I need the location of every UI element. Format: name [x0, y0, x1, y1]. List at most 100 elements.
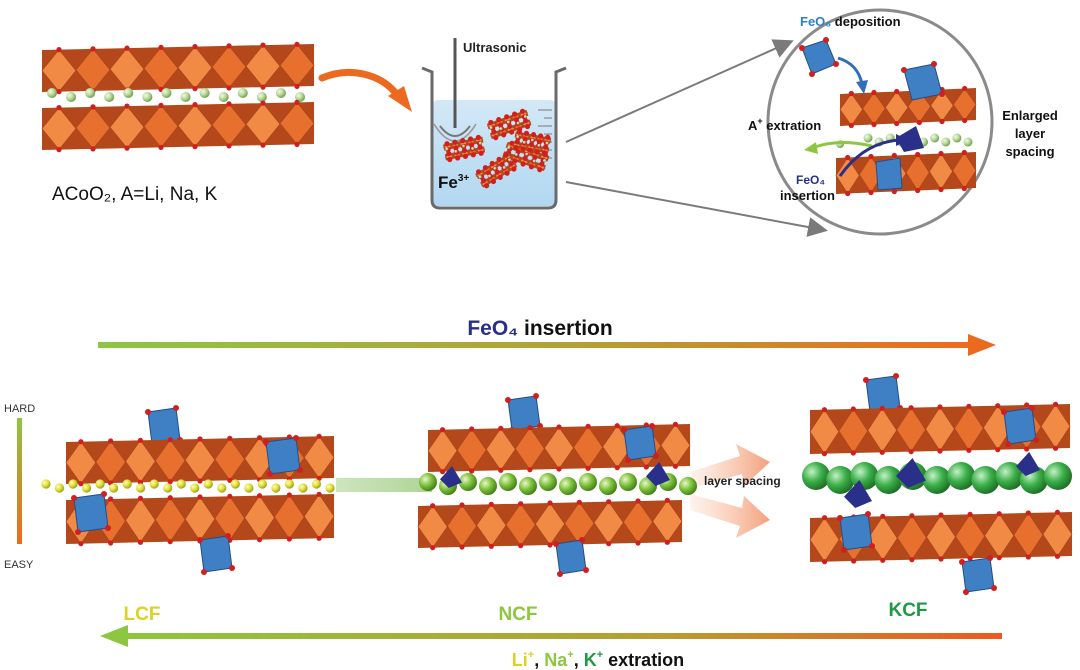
oxygen-atom	[1054, 509, 1061, 515]
oxygen-atom	[841, 547, 847, 553]
oxygen-atom	[197, 537, 203, 543]
alkali-ion	[863, 133, 873, 143]
oxygen-atom	[996, 511, 1002, 517]
alkali-ion	[81, 483, 92, 493]
oxygen-atom	[653, 453, 659, 459]
oxygen-atom	[90, 104, 96, 110]
oxygen-atom	[523, 130, 530, 136]
oxygen-atom	[488, 501, 494, 507]
oxygen-atom	[850, 450, 856, 456]
feo6-deposition-label: FeO₆ deposition	[800, 14, 901, 29]
oxygen-atom	[455, 155, 461, 161]
oxygen-atom	[893, 373, 899, 379]
alkali-ion	[85, 88, 96, 98]
a-extraction-label: A+ extration	[748, 116, 821, 133]
oxygen-atom	[260, 42, 266, 48]
oxygen-atom	[523, 118, 529, 124]
feo4-tetrahedron-icon	[896, 126, 924, 152]
oxygen-atom	[966, 403, 972, 409]
oxygen-atom	[101, 491, 107, 497]
oxygen-atom	[583, 567, 589, 573]
alkali-ion	[123, 88, 134, 98]
sep-2: ,	[574, 650, 584, 670]
oxygen-atom	[468, 142, 475, 148]
zoom-circle	[766, 8, 994, 236]
oxygen-atom	[260, 84, 266, 90]
alkali-ion	[163, 483, 173, 493]
oxygen-atom	[498, 425, 504, 431]
alkali-ion	[963, 137, 973, 147]
layer-spacing-label: layer spacing	[704, 474, 781, 488]
alkali-ion	[539, 473, 557, 491]
oxygen-atom	[916, 119, 922, 126]
oxygen-atom	[480, 177, 487, 184]
oxygen-atom	[226, 143, 232, 149]
alkali-ion	[516, 121, 520, 125]
oxygen-atom	[137, 495, 144, 501]
alkali-extraction-arrow-icon	[100, 625, 1002, 647]
oxygen-atom	[75, 529, 81, 535]
oxygen-atom	[482, 165, 489, 171]
oxygen-atom	[909, 513, 915, 519]
oxygen-atom	[260, 142, 266, 148]
oxygen-atom	[494, 169, 500, 175]
alkali-ion	[559, 477, 577, 495]
oxygen-atom	[229, 565, 235, 571]
oxygen-atom	[664, 497, 670, 503]
oxygen-atom	[459, 502, 465, 508]
oxygen-atom	[108, 540, 114, 546]
oxygen-atom	[444, 141, 450, 147]
oxygen-atom	[938, 186, 944, 193]
enlarged-spacing-line2: layer	[1015, 126, 1045, 141]
alkali-ion	[109, 483, 119, 493]
feo4-tetrahedron	[646, 462, 670, 486]
oxygen-atom	[497, 174, 503, 180]
oxygen-atom	[557, 571, 563, 577]
oxygen-atom	[201, 569, 207, 575]
oxygen-atom	[967, 555, 973, 561]
alkali-ion	[419, 473, 437, 491]
oxygen-atom	[522, 155, 528, 161]
feo6-octahedron	[199, 535, 233, 573]
oxygen-atom	[880, 513, 886, 519]
oxygen-atom	[879, 449, 885, 455]
oxygen-atom	[446, 151, 452, 157]
oxygen-atom	[477, 144, 483, 150]
alkali-ion	[295, 92, 305, 102]
oxygen-atom	[286, 492, 292, 498]
oxygen-atom	[556, 466, 562, 472]
feo6-on-layer-icon	[901, 61, 945, 101]
alkali-ion	[1044, 462, 1072, 490]
oxygen-atom	[124, 45, 130, 51]
oxygen-atom	[447, 156, 453, 163]
oxygen-atom	[869, 543, 875, 549]
feo4-formula-label: FeO₄	[796, 173, 825, 187]
oxygen-atom	[518, 501, 524, 507]
oxygen-atom	[90, 146, 96, 152]
insertion-arrow-icon	[838, 138, 901, 177]
feo4-insertion-label: FeO₄ insertion	[467, 317, 612, 340]
feo4-tetrahedron	[844, 480, 872, 508]
oxygen-atom	[530, 132, 537, 138]
oxygen-atom	[511, 166, 517, 172]
oxygen-atom	[509, 129, 515, 135]
alkali-ion	[532, 159, 536, 163]
alkali-ion	[499, 473, 517, 491]
alkali-ion	[579, 473, 597, 491]
deposition-arrow-icon	[837, 56, 864, 85]
alkali-ion	[478, 141, 482, 145]
oxygen-atom	[501, 132, 507, 138]
alkali-ion	[471, 146, 475, 150]
oxygen-atom	[995, 403, 1001, 409]
oxygen-atom	[294, 41, 300, 47]
oxygen-atom	[496, 117, 502, 123]
oxygen-atom	[915, 187, 921, 194]
oxygen-atom	[192, 102, 198, 108]
oxygen-atom	[452, 139, 458, 145]
oxygen-atom	[1005, 441, 1011, 447]
alkali-ion	[545, 141, 549, 145]
alkali-ion	[488, 174, 492, 178]
alkali-ion	[507, 146, 511, 150]
oxygen-atom	[528, 141, 535, 148]
